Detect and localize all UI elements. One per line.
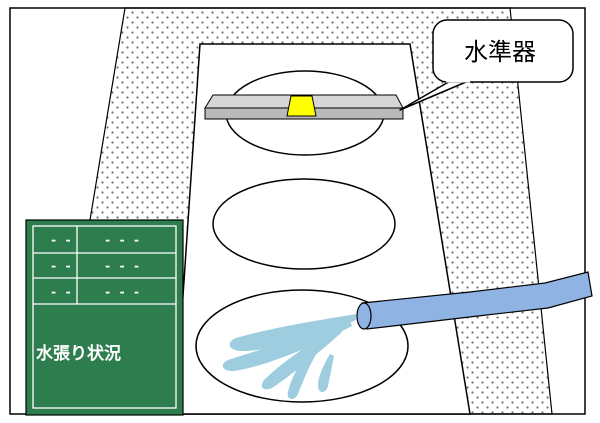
board-row-3-left: - -: [50, 285, 72, 299]
hose-nozzle: [356, 302, 372, 330]
callout-label: 水準器: [464, 38, 536, 66]
water-splash: [222, 314, 356, 400]
board-title: 水張り状況: [36, 344, 121, 364]
site-photo-board: [25, 219, 184, 416]
level-bubble-icon: [286, 95, 317, 117]
hose-body: [361, 271, 593, 330]
board-inner-frame: [32, 225, 177, 409]
board-background: [25, 219, 184, 416]
middle-ellipse: [212, 178, 396, 270]
board-row-1-right: - - -: [104, 233, 141, 247]
water-hose: [356, 271, 593, 330]
board-row-2-right: - - -: [104, 259, 141, 273]
board-row-1-left: - -: [50, 233, 72, 247]
board-row-3-right: - - -: [104, 285, 141, 299]
callout-bubble: [399, 19, 574, 111]
spirit-level: [204, 94, 404, 120]
board-row-2-left: - -: [50, 259, 72, 273]
